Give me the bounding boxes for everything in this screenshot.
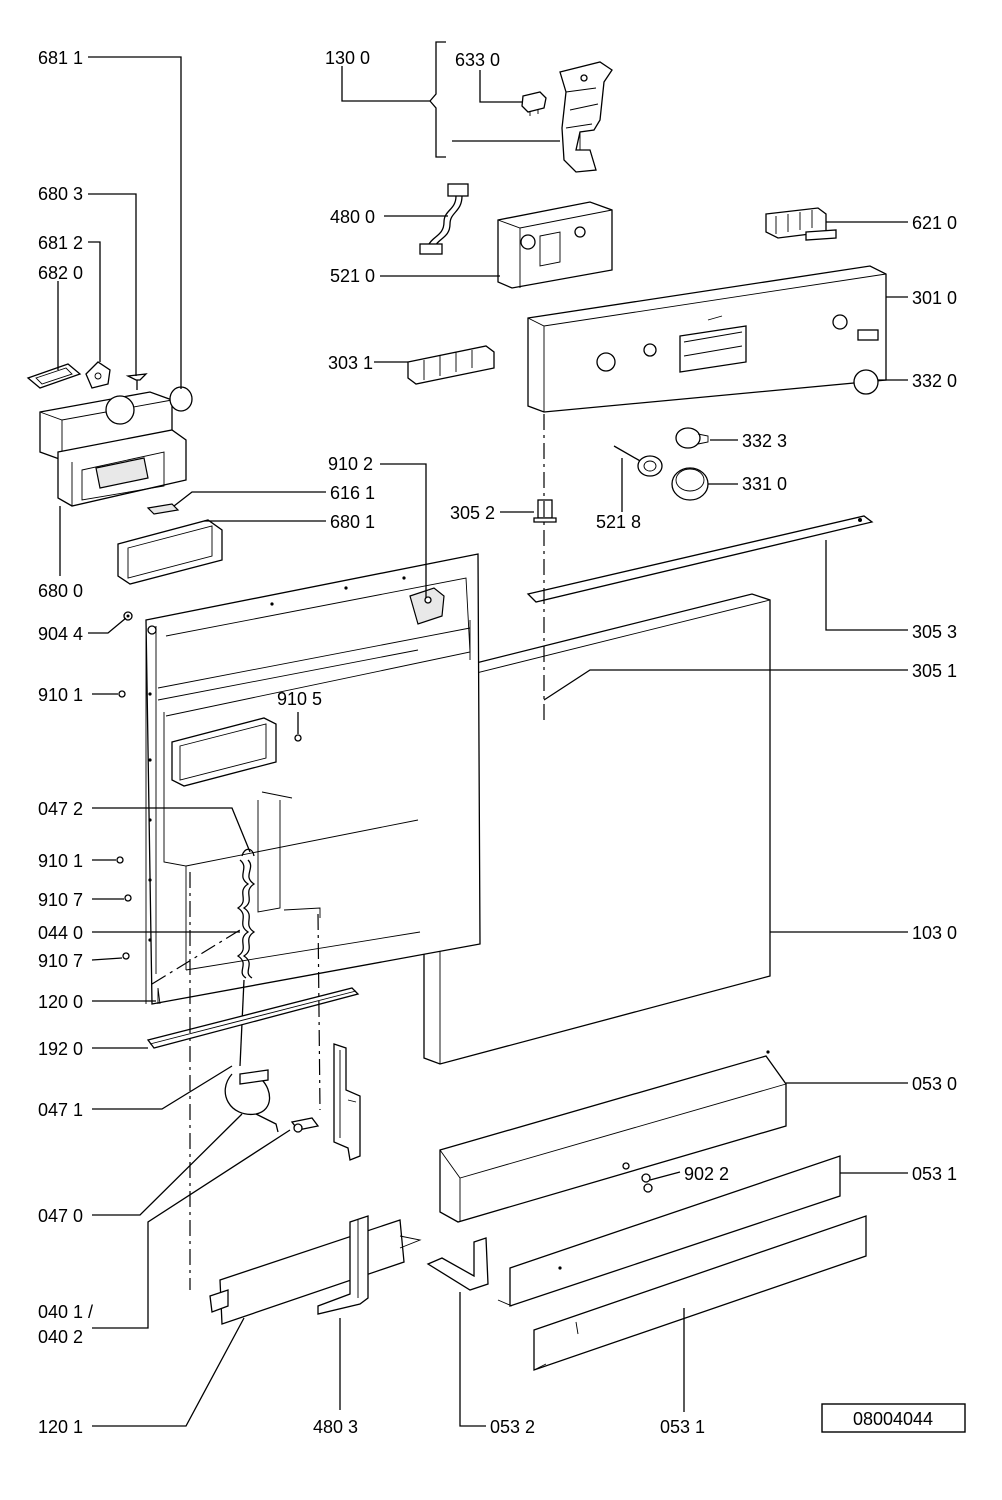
part-wire-harness-480 <box>419 183 469 255</box>
part-labels: 681 1 130 0 633 0 680 3 681 2 682 0 480 … <box>38 48 957 1437</box>
document-number: 08004044 <box>853 1409 933 1429</box>
document-number-box: 08004044 <box>821 1403 966 1433</box>
part-hinge-0470 <box>224 1069 279 1133</box>
part-hinge-0401 <box>290 1043 361 1161</box>
label-301-0: 301 0 <box>912 288 957 308</box>
part-gasket-682 <box>26 363 82 389</box>
part-kickplate-0530 <box>439 1050 787 1223</box>
part-knob-insert-3323 <box>675 427 709 449</box>
label-910-7-bottom: 910 7 <box>38 951 83 971</box>
part-screw-9022 <box>641 1173 653 1193</box>
part-gasket-6801 <box>117 519 223 585</box>
label-521-8: 521 8 <box>596 512 641 532</box>
part-switch-block-303 <box>407 345 495 385</box>
part-kickpanel-0531b <box>533 1215 867 1371</box>
label-047-1: 047 1 <box>38 1100 83 1120</box>
part-bracket-130 <box>559 61 613 173</box>
label-130-0: 130 0 <box>325 48 370 68</box>
label-040-2: 040 2 <box>38 1327 83 1347</box>
label-480-3: 480 3 <box>313 1417 358 1437</box>
part-control-module-521 <box>497 201 613 289</box>
label-047-0: 047 0 <box>38 1206 83 1226</box>
part-knob-332 <box>853 369 879 395</box>
label-044-0: 044 0 <box>38 923 83 943</box>
label-681-1: 681 1 <box>38 48 83 68</box>
part-control-panel-301 <box>527 265 887 413</box>
part-inner-door-120 <box>145 553 481 1005</box>
label-910-2: 910 2 <box>328 454 373 474</box>
label-053-2: 053 2 <box>490 1417 535 1437</box>
part-bracket-4803 <box>317 1215 369 1315</box>
label-681-2: 681 2 <box>38 233 83 253</box>
part-rail-1201 <box>209 1219 422 1325</box>
label-120-0: 120 0 <box>38 992 83 1012</box>
part-clip-633 <box>521 91 547 116</box>
label-680-3: 680 3 <box>38 184 83 204</box>
part-pin-3052 <box>533 499 557 523</box>
part-knob-331 <box>671 467 709 501</box>
label-904-4: 904 4 <box>38 624 83 644</box>
part-potentiometer-5218 <box>613 445 663 477</box>
label-680-0: 680 0 <box>38 581 83 601</box>
label-305-1: 305 1 <box>912 661 957 681</box>
label-682-0: 682 0 <box>38 263 83 283</box>
label-053-1-lower: 053 1 <box>660 1417 705 1437</box>
label-680-1: 680 1 <box>330 512 375 532</box>
part-screw-6803 <box>125 373 148 390</box>
part-bracket-0532 <box>426 1237 489 1291</box>
label-040-1: 040 1 / <box>38 1302 93 1322</box>
label-616-1: 616 1 <box>330 483 375 503</box>
label-633-0: 633 0 <box>455 50 500 70</box>
label-910-1-bottom: 910 1 <box>38 851 83 871</box>
label-332-3: 332 3 <box>742 431 787 451</box>
center-lines <box>151 414 545 1290</box>
part-kickpanel-0531a <box>497 1155 841 1307</box>
label-332-0: 332 0 <box>912 371 957 391</box>
part-rail-3053 <box>526 515 874 603</box>
label-910-7-top: 910 7 <box>38 890 83 910</box>
label-331-0: 331 0 <box>742 474 787 494</box>
leader-lines <box>57 41 908 1427</box>
part-seal-1920 <box>146 987 360 1049</box>
label-305-3: 305 3 <box>912 622 957 642</box>
part-latch-6812 <box>85 361 111 389</box>
label-047-2: 047 2 <box>38 799 83 819</box>
label-480-0: 480 0 <box>330 207 375 227</box>
label-910-5: 910 5 <box>277 689 322 709</box>
label-902-2: 902 2 <box>684 1164 729 1184</box>
label-621-0: 621 0 <box>912 213 957 233</box>
label-120-1: 120 1 <box>38 1417 83 1437</box>
label-305-2: 305 2 <box>450 503 495 523</box>
part-clip-6161 <box>146 503 180 515</box>
part-spring-0472 <box>236 848 256 1067</box>
label-103-0: 103 0 <box>912 923 957 943</box>
label-521-0: 521 0 <box>330 266 375 286</box>
label-303-1: 303 1 <box>328 353 373 373</box>
label-192-0: 192 0 <box>38 1039 83 1059</box>
label-053-0: 053 0 <box>912 1074 957 1094</box>
label-910-1-top: 910 1 <box>38 685 83 705</box>
part-connector-621 <box>765 207 837 241</box>
part-cap-6811 <box>169 386 193 412</box>
label-053-1-upper: 053 1 <box>912 1164 957 1184</box>
part-dispenser-680 <box>39 391 187 507</box>
part-gasket-door <box>171 717 277 787</box>
